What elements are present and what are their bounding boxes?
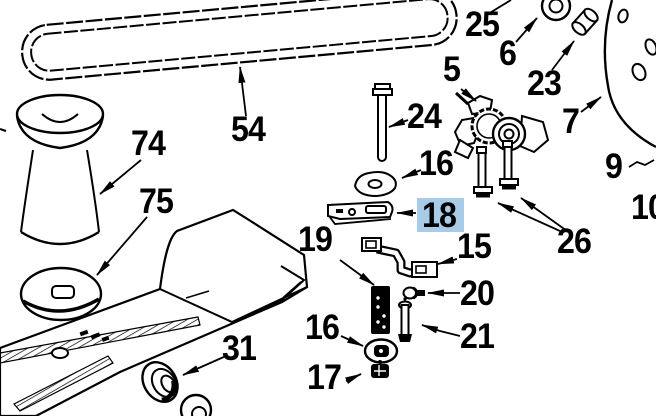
part-label-74[interactable]: 74: [131, 124, 166, 163]
bolt-part-26-left[interactable]: [473, 146, 493, 198]
nut-part-17[interactable]: [371, 360, 389, 378]
part-label-20[interactable]: 20: [460, 274, 495, 313]
lever-plate-part-18[interactable]: [327, 200, 394, 225]
part-label-5[interactable]: 5: [443, 50, 461, 89]
part-label-18-highlight[interactable]: 18: [417, 195, 464, 235]
spacer-part-23[interactable]: [570, 6, 600, 37]
washer-part-16-top[interactable]: [353, 171, 397, 198]
part-label-25[interactable]: 25: [465, 5, 500, 44]
part-label-31[interactable]: 31: [222, 329, 257, 368]
bell-washer-part-31[interactable]: [135, 356, 184, 409]
edge-mark: [0, 128, 7, 132]
part-label-9[interactable]: 9: [605, 147, 623, 186]
part-label-7[interactable]: 7: [562, 102, 580, 141]
part-label-21[interactable]: 21: [460, 317, 495, 356]
spindle-cover-part-74[interactable]: [15, 93, 105, 246]
washer-below-blade[interactable]: [179, 393, 213, 416]
belt-part-54[interactable]: [20, 0, 459, 82]
mower-blade[interactable]: [0, 208, 309, 416]
part-label-23[interactable]: 23: [527, 64, 562, 103]
leader-lines: [96, 0, 655, 384]
part-label-24[interactable]: 24: [407, 97, 442, 136]
part-label-19[interactable]: 19: [298, 220, 333, 259]
part-label-26[interactable]: 26: [557, 222, 592, 261]
part-label-6[interactable]: 6: [499, 34, 517, 73]
blade-adapter-part-75[interactable]: [19, 266, 103, 322]
part-label-54[interactable]: 54: [231, 110, 266, 149]
idler-assembly-part-5[interactable]: [453, 91, 550, 160]
part-label-15[interactable]: 15: [457, 227, 492, 266]
washer-part-16-bottom[interactable]: [363, 338, 399, 364]
bolt-part-24[interactable]: [372, 83, 393, 162]
washer-part-6[interactable]: [540, 0, 572, 22]
bracket-rod-part-15[interactable]: [361, 237, 438, 278]
part-label-10[interactable]: 10: [631, 188, 656, 227]
spring-part-19[interactable]: [371, 286, 390, 334]
deck-edge-part-7[interactable]: [603, 0, 656, 149]
part-label-16-bottom[interactable]: 16: [305, 308, 340, 347]
part-label-16-top[interactable]: 16: [419, 144, 454, 183]
blade-stamp-marks: [79, 329, 110, 342]
pin-part-21[interactable]: [398, 297, 412, 342]
part-label-18[interactable]: 18: [422, 195, 457, 235]
bolt-part-26-right[interactable]: [499, 140, 519, 190]
fitting-part-20[interactable]: [402, 286, 426, 300]
part-label-75[interactable]: 75: [139, 182, 174, 221]
part-label-17[interactable]: 17: [307, 358, 342, 397]
